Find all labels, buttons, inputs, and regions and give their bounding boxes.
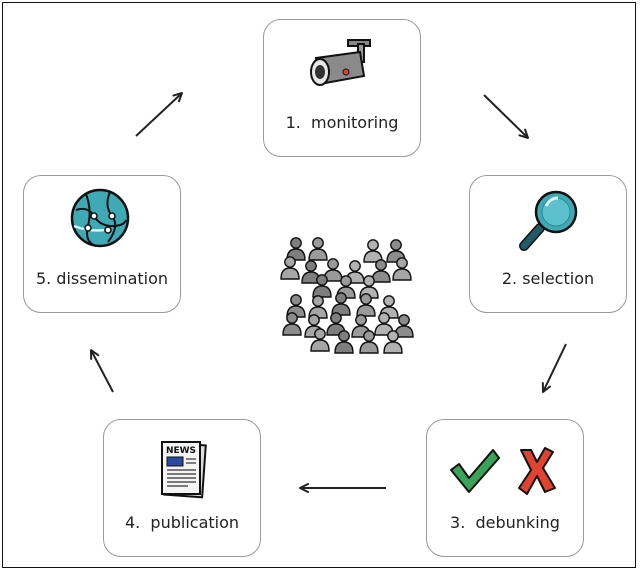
person-figure [383, 330, 403, 354]
person-figure [363, 239, 383, 263]
arrow-publication-to-dissemination [90, 349, 114, 393]
step-publication: NEWS 4. publication [103, 419, 261, 557]
security-camera-icon [310, 39, 371, 86]
step-label: 4. publication [124, 513, 240, 532]
arrow-selection-to-debunking [541, 343, 567, 393]
person-figure [308, 237, 328, 261]
person-figure [334, 330, 354, 354]
step-selection: 2. selection [469, 175, 627, 313]
step-dissemination: 5. dissemination [23, 175, 181, 313]
arrow-dissemination-to-monitoring [135, 92, 183, 137]
check-and-cross-icon [450, 447, 556, 495]
step-debunking: 3. debunking [426, 419, 584, 557]
step-label: 3. debunking [450, 513, 560, 532]
step-monitoring: 1. monitoring [263, 19, 421, 157]
person-figure [351, 314, 371, 338]
person-figure [310, 328, 330, 352]
step-label: 2. selection [501, 269, 595, 288]
arrow-monitoring-to-selection [483, 94, 529, 139]
person-figure [371, 259, 391, 283]
person-figure [312, 274, 332, 298]
person-figure [374, 312, 394, 336]
person-figure [392, 257, 412, 281]
person-figure [359, 330, 379, 354]
newspaper-icon: NEWS [161, 441, 207, 499]
magnifying-glass-icon [519, 190, 578, 251]
step-label: 1. monitoring [285, 113, 399, 132]
network-globe-icon [70, 188, 130, 248]
step-label: 5. dissemination [35, 269, 169, 288]
person-figure [356, 293, 376, 317]
newspaper-title: NEWS [166, 446, 196, 456]
person-figure [280, 256, 300, 280]
person-figure [394, 314, 414, 338]
person-figure [282, 312, 302, 336]
